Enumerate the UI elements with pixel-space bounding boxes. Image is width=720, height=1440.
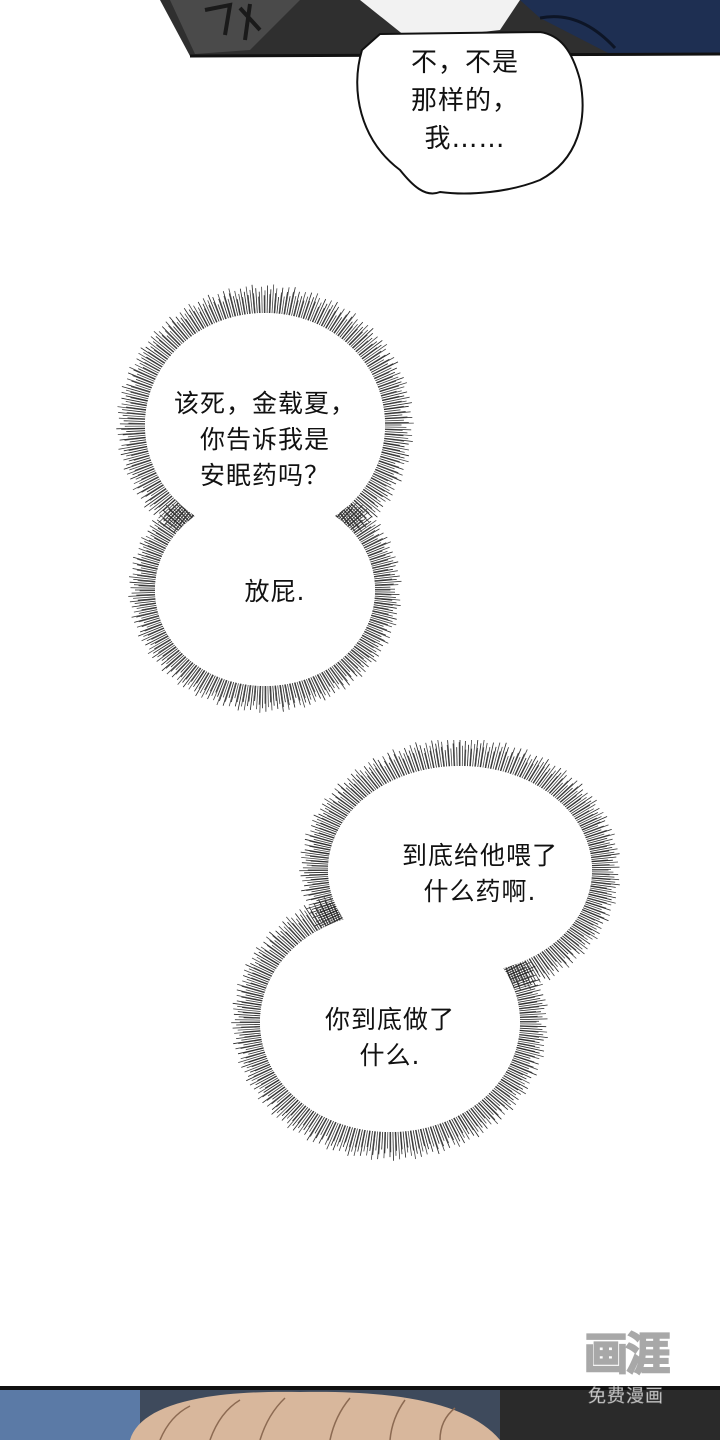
watermark-logo: 画涯 免费漫画 [566,1318,686,1414]
thought-line: 安眠药吗？ [199,461,330,490]
thought-bubble-1a-text: 该死，金载夏， 你告诉我是 安眠药吗？ [140,386,390,494]
top-panel-art [160,0,720,58]
thought-bubble-group-2: 到底给他喂了 什么药啊. 你到底做了 什么. [220,740,640,1180]
thought-line: 放屁. [244,577,306,606]
thought-line: 到底给他喂了 [401,841,558,870]
thought-bubble-group-1: 该死，金载夏， 你告诉我是 安眠药吗？ 放屁. [100,280,430,720]
thought-bubble-burst-1 [116,284,414,713]
burst-lines [128,467,402,713]
thought-bubble-burst-2 [231,740,620,1161]
thought-bubble-2b-text: 你到底做了 什么. [290,1002,490,1074]
bottom-panel-art [0,1386,720,1440]
speech-bubble-outline [356,30,584,195]
thought-line: 你到底做了 [324,1005,455,1034]
bottom-comic-panel [0,1386,720,1440]
thought-line: 该死，金载夏， [173,389,356,418]
speech-line: 不，不是 [410,48,519,78]
watermark-brand: 画涯 [583,1328,671,1381]
speech-bubble-text: 不，不是 那样的， 我…… [380,44,550,158]
speech-bubble: 不，不是 那样的， 我…… [340,20,590,200]
thought-line: 什么. [359,1041,421,1070]
thought-line: 你告诉我是 [199,425,330,454]
top-comic-panel [0,0,720,60]
speech-line: 那样的， [410,86,519,116]
speech-line: 我…… [424,124,506,154]
thought-bubble-2a-text: 到底给他喂了 什么药啊. [360,838,600,910]
watermark-subtitle: 免费漫画 [588,1386,664,1408]
thought-line: 什么药啊. [423,877,537,906]
thought-bubble-1b-text: 放屁. [190,574,360,610]
